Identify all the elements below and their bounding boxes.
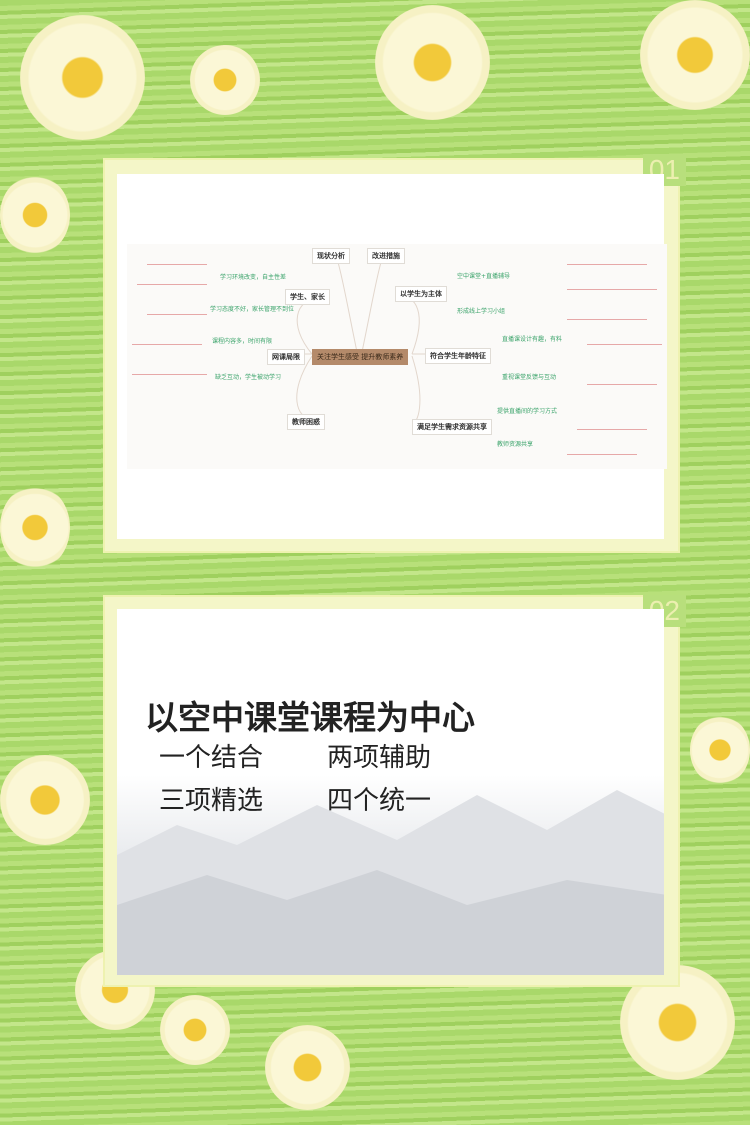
item: 一个结合 [159, 743, 264, 773]
slide-card-2: 02 以空中课堂课程为中心 一个结合 两项辅助 三项精选 四个统一 [103, 595, 686, 987]
slide-number: 01 [642, 154, 686, 186]
node-top: 现状分析 [312, 248, 350, 264]
node-left: 网课局限 [267, 349, 305, 365]
slide-2: 以空中课堂课程为中心 一个结合 两项辅助 三项精选 四个统一 [117, 609, 664, 975]
item: 两项辅助 [327, 743, 432, 773]
landscape-image [117, 775, 664, 975]
node-right: 满足学生需求资源共享 [412, 419, 492, 435]
slide-title: 以空中课堂课程为中心 [145, 698, 475, 737]
sub-node: 缺乏互动，学生被动学习 [215, 374, 282, 381]
item: 三项精选 [159, 786, 264, 816]
sub-node: 空中课堂+直播辅导 [457, 273, 511, 280]
sub-node: 教师资源共享 [497, 441, 534, 448]
item: 四个统一 [327, 786, 432, 816]
node-left: 学生、家长 [285, 289, 330, 305]
slide-1: 现状分析 改进措施 关注学生感受 提升教师素养 学生、家长 学习环境改变，自主性… [117, 174, 667, 539]
node-top: 改进措施 [367, 248, 405, 264]
sub-node: 提供直播间的学习方式 [497, 408, 558, 415]
sub-node: 形成线上学习小组 [457, 308, 506, 315]
sub-node: 学习态度不好，家长管理不到位 [210, 306, 295, 313]
node-right: 以学生为主体 [395, 286, 447, 302]
sub-node: 学习环境改变，自主性差 [220, 274, 287, 281]
mind-map-center: 关注学生感受 提升教师素养 [312, 349, 409, 365]
slide-card-1: 01 现状分析 改进措施 关注学生感受 提升教师素养 学生、家长 学习环境改变，… [103, 154, 686, 553]
node-right: 符合学生年龄特征 [425, 348, 491, 364]
node-left: 教师困惑 [287, 414, 325, 430]
sub-node: 直播课设计有趣，有料 [502, 336, 563, 343]
mind-map: 现状分析 改进措施 关注学生感受 提升教师素养 学生、家长 学习环境改变，自主性… [127, 244, 667, 469]
sub-node: 重视课堂反馈与互动 [502, 374, 557, 381]
sub-node: 课程内容多，时间有限 [212, 338, 273, 345]
